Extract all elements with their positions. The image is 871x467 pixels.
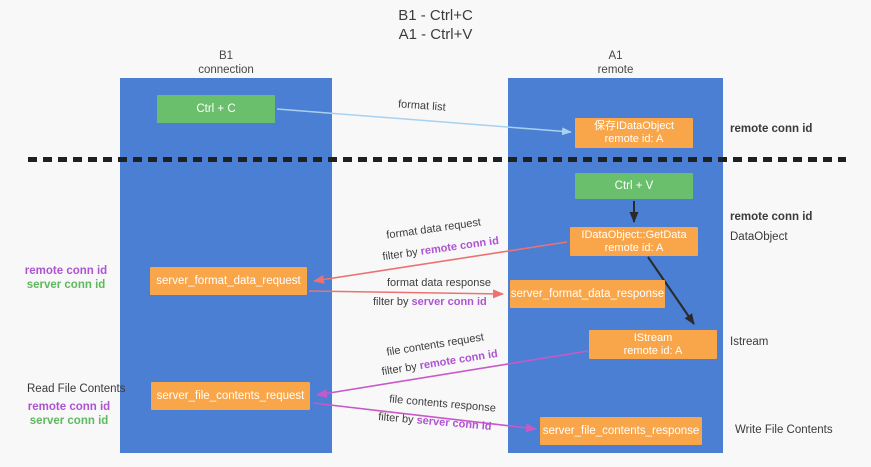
save-dataobject-line1: 保存IDataObject [593, 120, 675, 132]
filter-by-text: filter by [377, 411, 415, 427]
server-format-data-request-box: server_format_data_request [150, 267, 307, 295]
server-conn-id-text: server conn id [411, 296, 487, 308]
format-data-response-label: format data response [387, 277, 491, 289]
server-file-contents-request-box: server_file_contents_request [151, 382, 310, 410]
right-column-name: A1 [608, 50, 623, 62]
remote-conn-id-annotation-mid: remote conn id [730, 211, 813, 223]
server-file-contents-response-label: server_file_contents_response [542, 424, 700, 437]
server-file-contents-response-box: server_file_contents_response [540, 417, 702, 445]
title-line-1: B1 - Ctrl+C [398, 7, 473, 24]
left-column-role: connection [198, 64, 254, 76]
getdata-line2: remote id: A [604, 241, 664, 254]
ctrl-c-label: Ctrl + C [196, 102, 236, 115]
istream-box: IStream remote id: A [589, 330, 717, 359]
getdata-line1: IDataObject::GetData [581, 228, 687, 241]
server-format-data-response-label: server_format_data_response [510, 287, 665, 300]
remote-conn-id-annotation-left-2: remote conn id [27, 401, 111, 413]
ctrl-v-label: Ctrl + V [614, 179, 654, 192]
right-column-role: remote [597, 64, 634, 76]
left-column-header: B1 connection [120, 49, 332, 77]
filter-by-server-conn-id-label-1: filter by server conn id [373, 296, 487, 308]
istream-line1: IStream [633, 331, 673, 344]
dashed-divider-line [28, 157, 846, 162]
istream-annotation: Istream [730, 336, 769, 348]
remote-conn-id-annotation-left: remote conn id [24, 265, 108, 277]
diagram-title: B1 - Ctrl+C A1 - Ctrl+V [0, 6, 871, 44]
write-file-contents-annotation: Write File Contents [735, 424, 833, 436]
save-dataobject-line2: remote id: A [604, 133, 664, 145]
server-format-data-response-box: server_format_data_response [510, 280, 665, 308]
format-data-response-arrow [308, 289, 504, 299]
server-format-data-request-label: server_format_data_request [156, 274, 301, 287]
save-dataobject-box: 保存IDataObject remote id: A [575, 118, 693, 148]
title-line-2: A1 - Ctrl+V [398, 26, 473, 43]
remote-conn-id-text: remote conn id [419, 234, 500, 258]
istream-line2: remote id: A [623, 344, 683, 357]
left-conn-id-annotation-group-2: remote conn id server conn id [26, 400, 112, 428]
file-contents-response-label: file contents response [388, 393, 497, 415]
server-conn-id-annotation-left-2: server conn id [29, 415, 109, 427]
remote-conn-id-annotation-top: remote conn id [730, 123, 813, 135]
filter-by-text: filter by [381, 246, 419, 264]
right-column-header: A1 remote [508, 49, 723, 77]
server-conn-id-text: server conn id [416, 414, 493, 433]
left-column-name: B1 [218, 50, 234, 62]
ctrl-c-box: Ctrl + C [157, 95, 275, 123]
filter-by-text: filter by [373, 296, 409, 308]
left-conn-id-annotation-group-1: remote conn id server conn id [22, 264, 110, 292]
getdata-box: IDataObject::GetData remote id: A [570, 227, 698, 256]
filter-by-text: filter by [380, 360, 418, 379]
format-list-label: format list [397, 98, 447, 114]
format-data-request-label: format data request [385, 216, 482, 242]
ctrl-v-box: Ctrl + V [575, 173, 693, 199]
read-file-contents-annotation: Read File Contents [27, 383, 126, 395]
dataobject-annotation: DataObject [730, 231, 788, 243]
server-file-contents-request-label: server_file_contents_request [156, 389, 305, 402]
filter-by-server-conn-id-label-2: filter by server conn id [378, 411, 492, 433]
server-conn-id-annotation-left: server conn id [26, 279, 106, 291]
